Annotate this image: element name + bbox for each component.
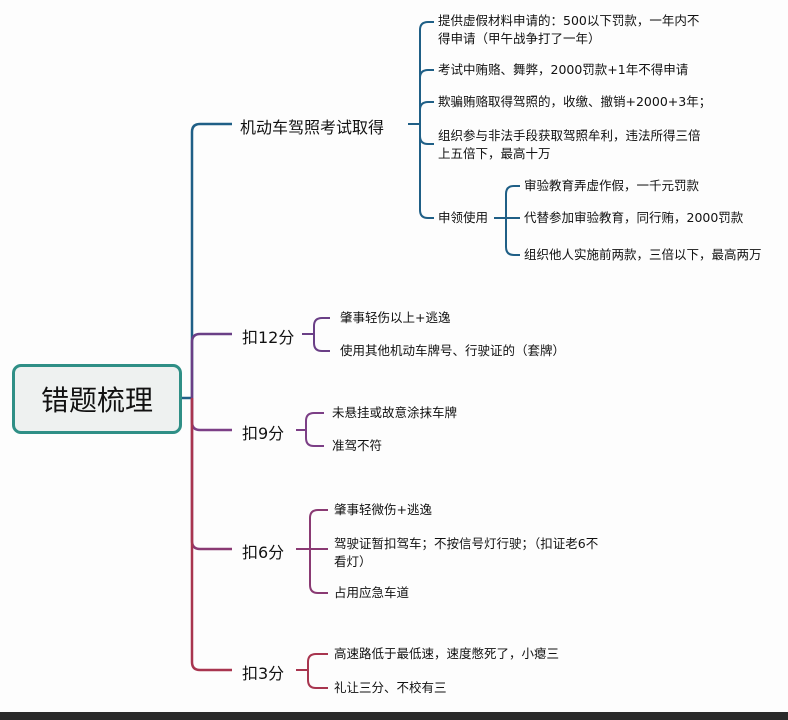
branch-label: 扣3分 [242, 664, 285, 683]
leaf-node[interactable]: 准驾不符 [332, 437, 382, 455]
leaf-line: 审验教育弄虚作假，一千元罚款 [524, 178, 700, 193]
leaf-node[interactable]: 礼让三分、不校有三 [334, 679, 447, 697]
branch-2-leaf-connectors [302, 317, 330, 352]
leaf-line: 组织参与非法手段获取驾照牟利，违法所得三倍 [438, 128, 701, 143]
branch-connector-5 [190, 398, 232, 672]
bottom-bar [0, 712, 788, 720]
root-node[interactable]: 错题梳理 [12, 364, 182, 434]
branch-label: 扣9分 [242, 424, 285, 443]
leaf-line: 占用应急车道 [334, 585, 410, 600]
branch-connector-1 [190, 122, 232, 398]
leaf-node[interactable]: 肇事轻微伤+逃逸 [334, 501, 432, 519]
leaf-line: 未悬挂或故意涂抹车牌 [332, 405, 458, 420]
root-label: 错题梳理 [40, 384, 153, 417]
branch-connector-2 [190, 332, 232, 398]
leaf-node[interactable]: 组织他人实施前两款，三倍以下，最高两万 [524, 246, 762, 264]
leaf-line: 看灯） [334, 554, 372, 569]
leaf-node[interactable]: 欺骗贿赂取得驾照的，收缴、撤销+2000+3年； [438, 93, 711, 111]
leaf-line: 使用其他机动车牌号、行驶证的（套牌） [340, 343, 566, 358]
branch-node-deduct-9[interactable]: 扣9分 [242, 420, 284, 444]
leaf-node[interactable]: 考试中贿赂、舞弊，2000罚款+1年不得申请 [438, 61, 688, 79]
leaf-line: 肇事轻微伤+逃逸 [334, 502, 432, 517]
leaf-line: 得申请（甲午战争打了一年） [438, 31, 601, 46]
leaf-node[interactable]: 占用应急车道 [334, 584, 409, 602]
branch-label: 机动车驾照考试取得 [240, 118, 385, 137]
leaf-node[interactable]: 驾驶证暂扣驾车；不按信号灯行驶；（扣证老6不 看灯） [334, 535, 598, 571]
branch-node-deduct-3[interactable]: 扣3分 [242, 660, 284, 684]
leaf-line: 上五倍下，最高十万 [438, 146, 551, 161]
branch-label: 扣6分 [242, 543, 285, 562]
leaf-line: 高速路低于最低速，速度憋死了，小瘪三 [334, 646, 560, 661]
branch-connector-4 [190, 398, 232, 551]
leaf-node[interactable]: 肇事轻伤以上+逃逸 [340, 309, 450, 327]
leaf-node[interactable]: 组织参与非法手段获取驾照牟利，违法所得三倍 上五倍下，最高十万 [438, 127, 701, 163]
branch-3-leaf-connectors [296, 412, 324, 447]
branch-connector-3 [190, 398, 232, 432]
leaf-node[interactable]: 代替参加审验教育，同行贿，2000罚款 [524, 209, 743, 227]
leaf-line: 考试中贿赂、舞弊，2000罚款+1年不得申请 [438, 62, 689, 77]
leaf-node[interactable]: 高速路低于最低速，速度憋死了，小瘪三 [334, 645, 559, 663]
branch-node-license-exam[interactable]: 机动车驾照考试取得 [240, 114, 384, 138]
leaf-line: 肇事轻伤以上+逃逸 [340, 310, 451, 325]
branch-4-leaf-connectors [296, 509, 328, 594]
leaf-line: 驾驶证暂扣驾车；不按信号灯行驶；（扣证老6不 [334, 536, 599, 551]
branch-1-leaf-connectors [408, 21, 520, 256]
leaf-line: 组织他人实施前两款，三倍以下，最高两万 [524, 247, 762, 262]
leaf-line: 欺骗贿赂取得驾照的，收缴、撤销+2000+3年； [438, 94, 712, 109]
leaf-line: 提供虚假材料申请的：500以下罚款，一年内不 [438, 13, 700, 28]
branch-node-deduct-12[interactable]: 扣12分 [242, 324, 294, 348]
leaf-node[interactable]: 审验教育弄虚作假，一千元罚款 [524, 177, 699, 195]
branch-label: 扣12分 [242, 328, 295, 347]
leaf-node[interactable]: 未悬挂或故意涂抹车牌 [332, 404, 457, 422]
branch-node-deduct-6[interactable]: 扣6分 [242, 539, 284, 563]
leaf-node[interactable]: 使用其他机动车牌号、行驶证的（套牌） [340, 342, 565, 360]
leaf-line: 礼让三分、不校有三 [334, 680, 447, 695]
branch-5-leaf-connectors [296, 653, 328, 689]
leaf-node-apply-use[interactable]: 申领使用 [438, 209, 488, 227]
leaf-node[interactable]: 提供虚假材料申请的：500以下罚款，一年内不 得申请（甲午战争打了一年） [438, 12, 699, 48]
leaf-line: 申领使用 [438, 210, 489, 225]
leaf-line: 准驾不符 [332, 438, 383, 453]
leaf-line: 代替参加审验教育，同行贿，2000罚款 [524, 210, 744, 225]
